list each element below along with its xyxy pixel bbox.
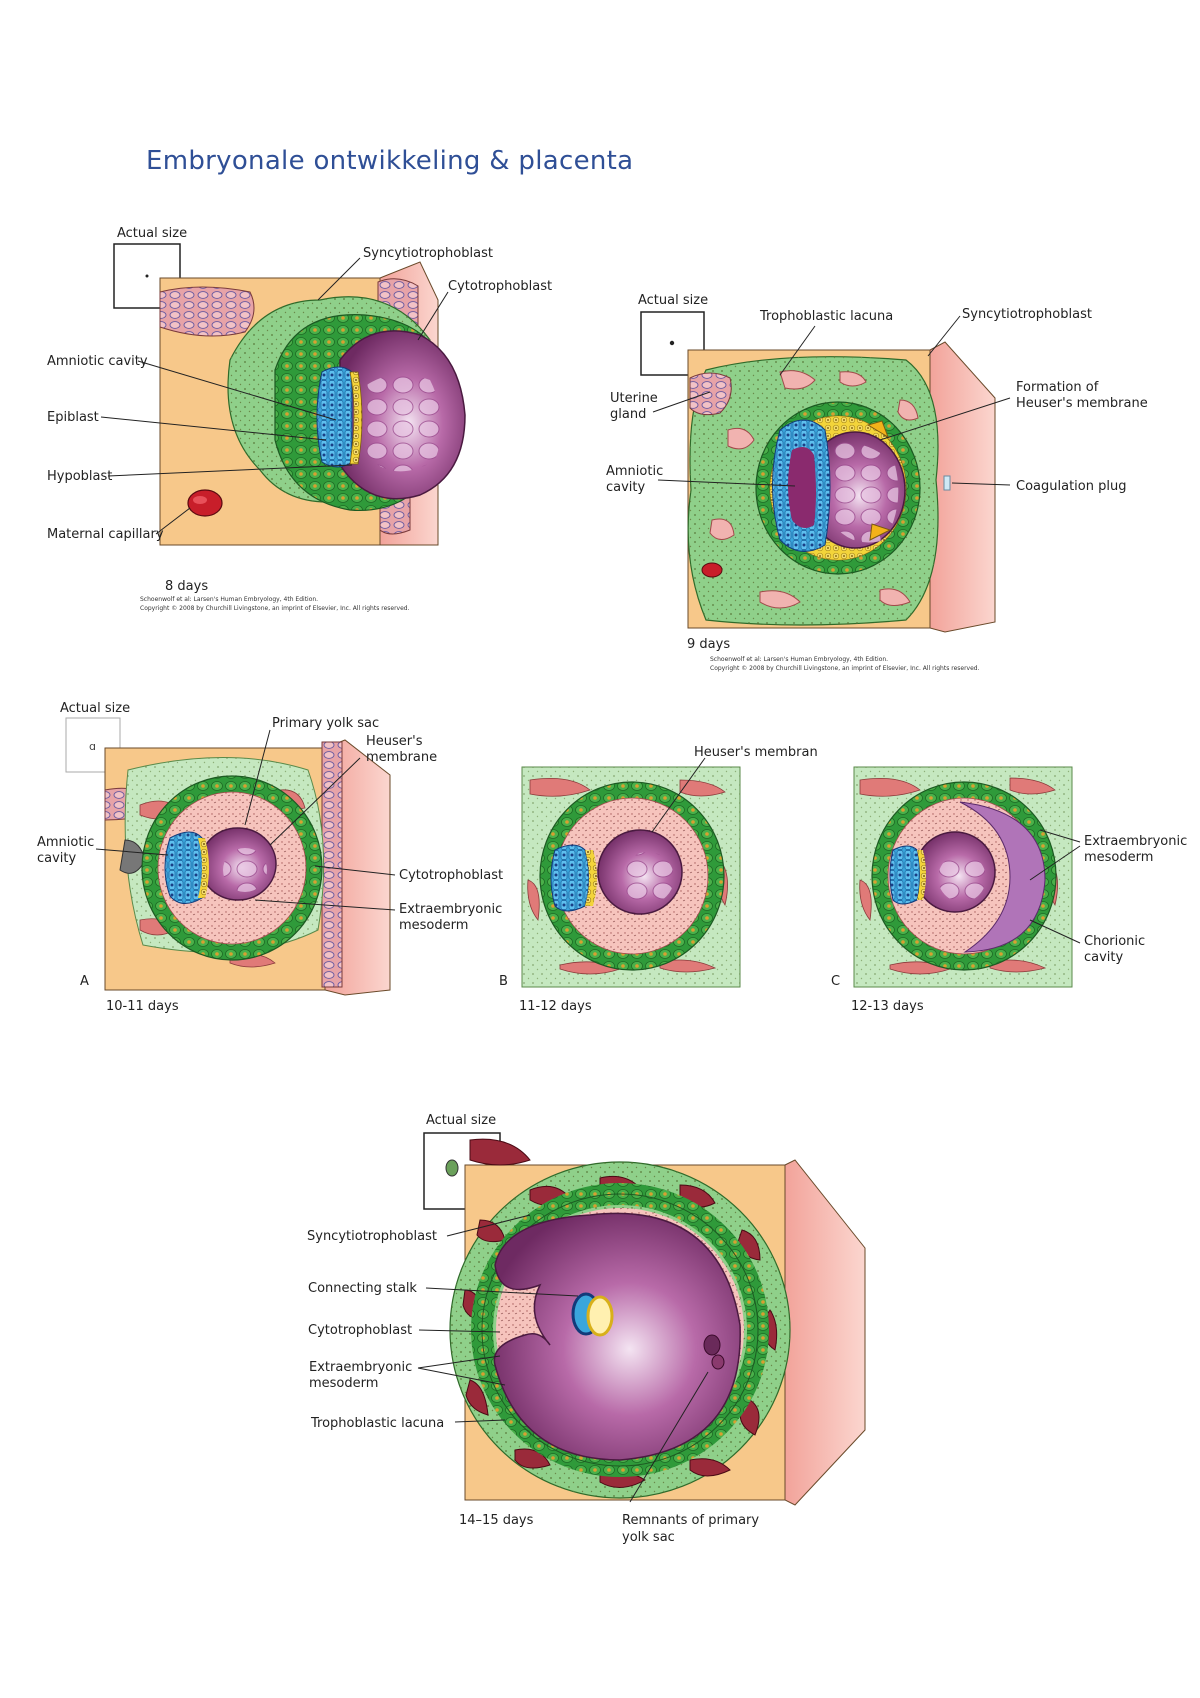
label-extraembryonic-2: mesoderm (399, 918, 468, 933)
actual-size-label: Actual size (60, 701, 130, 716)
label-chorionic-cavity-1: Chorionic (1084, 934, 1145, 949)
panel-8-days: Actual size Syncytiotrophoblast Cytotrop… (47, 226, 552, 612)
panel-c-12-13-days: Extraembryonic mesoderm Chorionic cavity… (831, 766, 1187, 1014)
label-amniotic-cavity-2: cavity (606, 480, 646, 495)
label-extraembryonic-2: mesoderm (309, 1376, 378, 1391)
label-amniotic-cavity: Amniotic cavity (47, 354, 148, 369)
copyright-line-2: Copyright © 2008 by Churchill Livingston… (710, 665, 980, 672)
label-syncytiotrophoblast: Syncytiotrophoblast (307, 1229, 437, 1244)
label-formation-2: Heuser's membrane (1016, 396, 1148, 411)
caption-14-15-days: 14–15 days (459, 1513, 534, 1528)
label-heusers-membran: Heuser's membran (694, 745, 818, 760)
caption-10-11-days: 10-11 days (106, 999, 179, 1014)
label-maternal-capillary: Maternal capillary (47, 527, 164, 542)
label-amniotic-cavity-1: Amniotic (606, 464, 663, 479)
copyright-line-2: Copyright © 2008 by Churchill Livingston… (140, 605, 410, 612)
caption-11-12-days: 11-12 days (519, 999, 592, 1014)
label-cytotrophoblast: Cytotrophoblast (308, 1323, 412, 1338)
label-remnants-1: Remnants of primary (622, 1513, 759, 1528)
label-uterine-gland-2: gland (610, 407, 646, 422)
actual-size-label: Actual size (638, 293, 708, 308)
panel-b-11-12-days: Heuser's membran B 11-12 days (499, 745, 818, 1014)
label-chorionic-cavity-2: cavity (1084, 950, 1124, 965)
letter-a: A (80, 974, 89, 989)
caption-8-days: 8 days (165, 579, 208, 594)
letter-c: C (831, 974, 840, 989)
label-trophoblastic-lacuna: Trophoblastic lacuna (759, 309, 893, 324)
label-extraembryonic-1: Extraembryonic (309, 1360, 412, 1375)
svg-text:ɑ: ɑ (89, 740, 96, 753)
label-heusers-membrane-1: Heuser's (366, 734, 423, 749)
label-extraembryonic-c2: mesoderm (1084, 850, 1153, 865)
label-syncytiotrophoblast: Syncytiotrophoblast (363, 246, 493, 261)
label-connecting-stalk: Connecting stalk (308, 1281, 417, 1296)
label-heusers-membrane-2: membrane (366, 750, 437, 765)
page-title: Embryonale ontwikkeling & placenta (146, 146, 634, 176)
label-primary-yolk-sac: Primary yolk sac (272, 716, 379, 731)
label-extraembryonic-c1: Extraembryonic (1084, 834, 1187, 849)
letter-b: B (499, 974, 508, 989)
label-uterine-gland-1: Uterine (610, 391, 658, 406)
actual-size-label: Actual size (117, 226, 187, 241)
caption-9-days: 9 days (687, 637, 730, 652)
panel-14-15-days: Actual size (307, 1113, 866, 1545)
label-epiblast: Epiblast (47, 410, 99, 425)
caption-12-13-days: 12-13 days (851, 999, 924, 1014)
label-cytotrophoblast: Cytotrophoblast (448, 279, 552, 294)
label-amniotic-cavity-2: cavity (37, 851, 77, 866)
copyright-line-1: Schoenwolf et al: Larsen's Human Embryol… (140, 596, 318, 603)
actual-size-label: Actual size (426, 1113, 496, 1128)
label-trophoblastic-lacuna: Trophoblastic lacuna (310, 1416, 444, 1431)
label-amniotic-cavity-1: Amniotic (37, 835, 94, 850)
copyright-line-1: Schoenwolf et al: Larsen's Human Embryol… (710, 656, 888, 663)
panel-a-10-11-days: ɑ Actual size Primary yolk sac Heuser's … (37, 701, 503, 1014)
label-hypoblast: Hypoblast (47, 469, 112, 484)
label-remnants-2: yolk sac (622, 1530, 675, 1545)
label-formation-1: Formation of (1016, 380, 1099, 395)
label-cytotrophoblast: Cytotrophoblast (399, 868, 503, 883)
panel-9-days: Actual size (606, 293, 1148, 672)
label-syncytiotrophoblast: Syncytiotrophoblast (962, 307, 1092, 322)
label-extraembryonic-1: Extraembryonic (399, 902, 502, 917)
label-coagulation-plug: Coagulation plug (1016, 479, 1126, 494)
